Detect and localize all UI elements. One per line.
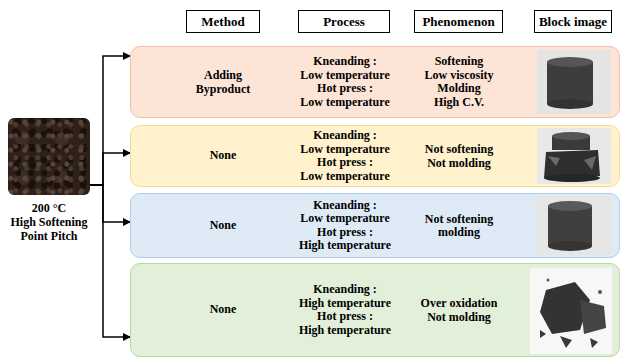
method-cell: None (183, 303, 263, 317)
node-text: Not softening (425, 143, 493, 157)
node-text: Low temperature (300, 170, 389, 184)
block-photo (530, 268, 612, 354)
node-text: Low temperature (299, 212, 391, 226)
node-text: Hot press : (299, 310, 391, 324)
node-text: High temperature (299, 297, 391, 311)
node-text: High temperature (299, 324, 391, 338)
phenomenon-cell: Not softeningmolding (425, 212, 493, 239)
node-text: Kneanding : (300, 55, 389, 69)
node-text: Low temperature (300, 69, 389, 83)
node-text: Not molding (425, 156, 493, 170)
column-header: Method (186, 10, 260, 33)
node-text: Not softening (425, 212, 493, 226)
node-text: High C.V. (425, 96, 494, 110)
node-text: Adding Byproduct (183, 69, 263, 96)
process-cell: Kneanding :Low temperatureHot press :Low… (300, 55, 389, 109)
phenomenon-cell: SofteningLow viscosityMoldingHigh C.V. (425, 55, 494, 109)
column-header: Phenomenon (414, 10, 503, 33)
node-text: molding (425, 226, 493, 240)
branch-arrow (90, 185, 130, 222)
node-text: Hot press : (299, 226, 391, 240)
node-text: Low viscosity (425, 69, 494, 83)
block-photo (537, 50, 611, 114)
column-header: Block image (534, 10, 612, 33)
node-text: Low temperature (300, 96, 389, 110)
node-text: Phenomenon (422, 14, 494, 30)
node-text: Kneanding : (299, 283, 391, 297)
pitch-label: 200 °CHigh Softening Point Pitch (0, 201, 101, 243)
process-cell: Kneanding :Low temperatureHot press :Hig… (299, 199, 391, 253)
node-text: Kneanding : (299, 199, 391, 213)
node-text: Hot press : (300, 156, 389, 170)
method-cell: None (183, 219, 263, 233)
column-header: Process (298, 10, 390, 33)
process-cell: Kneanding :High temperatureHot press :Hi… (299, 283, 391, 337)
node-text: High temperature (299, 239, 391, 253)
block-photo (537, 128, 611, 184)
node-text: High Softening Point Pitch (0, 215, 101, 243)
node-text: None (183, 303, 263, 317)
node-text: Method (201, 14, 244, 30)
node-text: Low temperature (300, 143, 389, 157)
branch-arrow (90, 185, 130, 337)
phenomenon-cell: Not softeningNot molding (425, 143, 493, 170)
pitch-image: 200 °CHigh Softening Point Pitch (8, 118, 90, 195)
node-text: Hot press : (300, 82, 389, 96)
branch-arrow (90, 56, 130, 185)
node-text: 200 °C (0, 201, 101, 215)
node-text: None (183, 219, 263, 233)
node-text: Molding (425, 82, 494, 96)
block-photo (537, 196, 611, 254)
node-text: Softening (425, 55, 494, 69)
process-cell: Kneanding :Low temperatureHot press :Low… (300, 129, 389, 183)
node-text: Not molding (421, 310, 498, 324)
method-cell: Adding Byproduct (183, 69, 263, 96)
node-text: Process (323, 14, 365, 30)
node-text: None (183, 149, 263, 163)
phenomenon-cell: Over oxidationNot molding (421, 297, 498, 324)
node-text: Block image (539, 14, 607, 30)
node-text: Kneanding : (300, 129, 389, 143)
branch-arrow (90, 153, 130, 185)
method-cell: None (183, 149, 263, 163)
node-text: Over oxidation (421, 297, 498, 311)
